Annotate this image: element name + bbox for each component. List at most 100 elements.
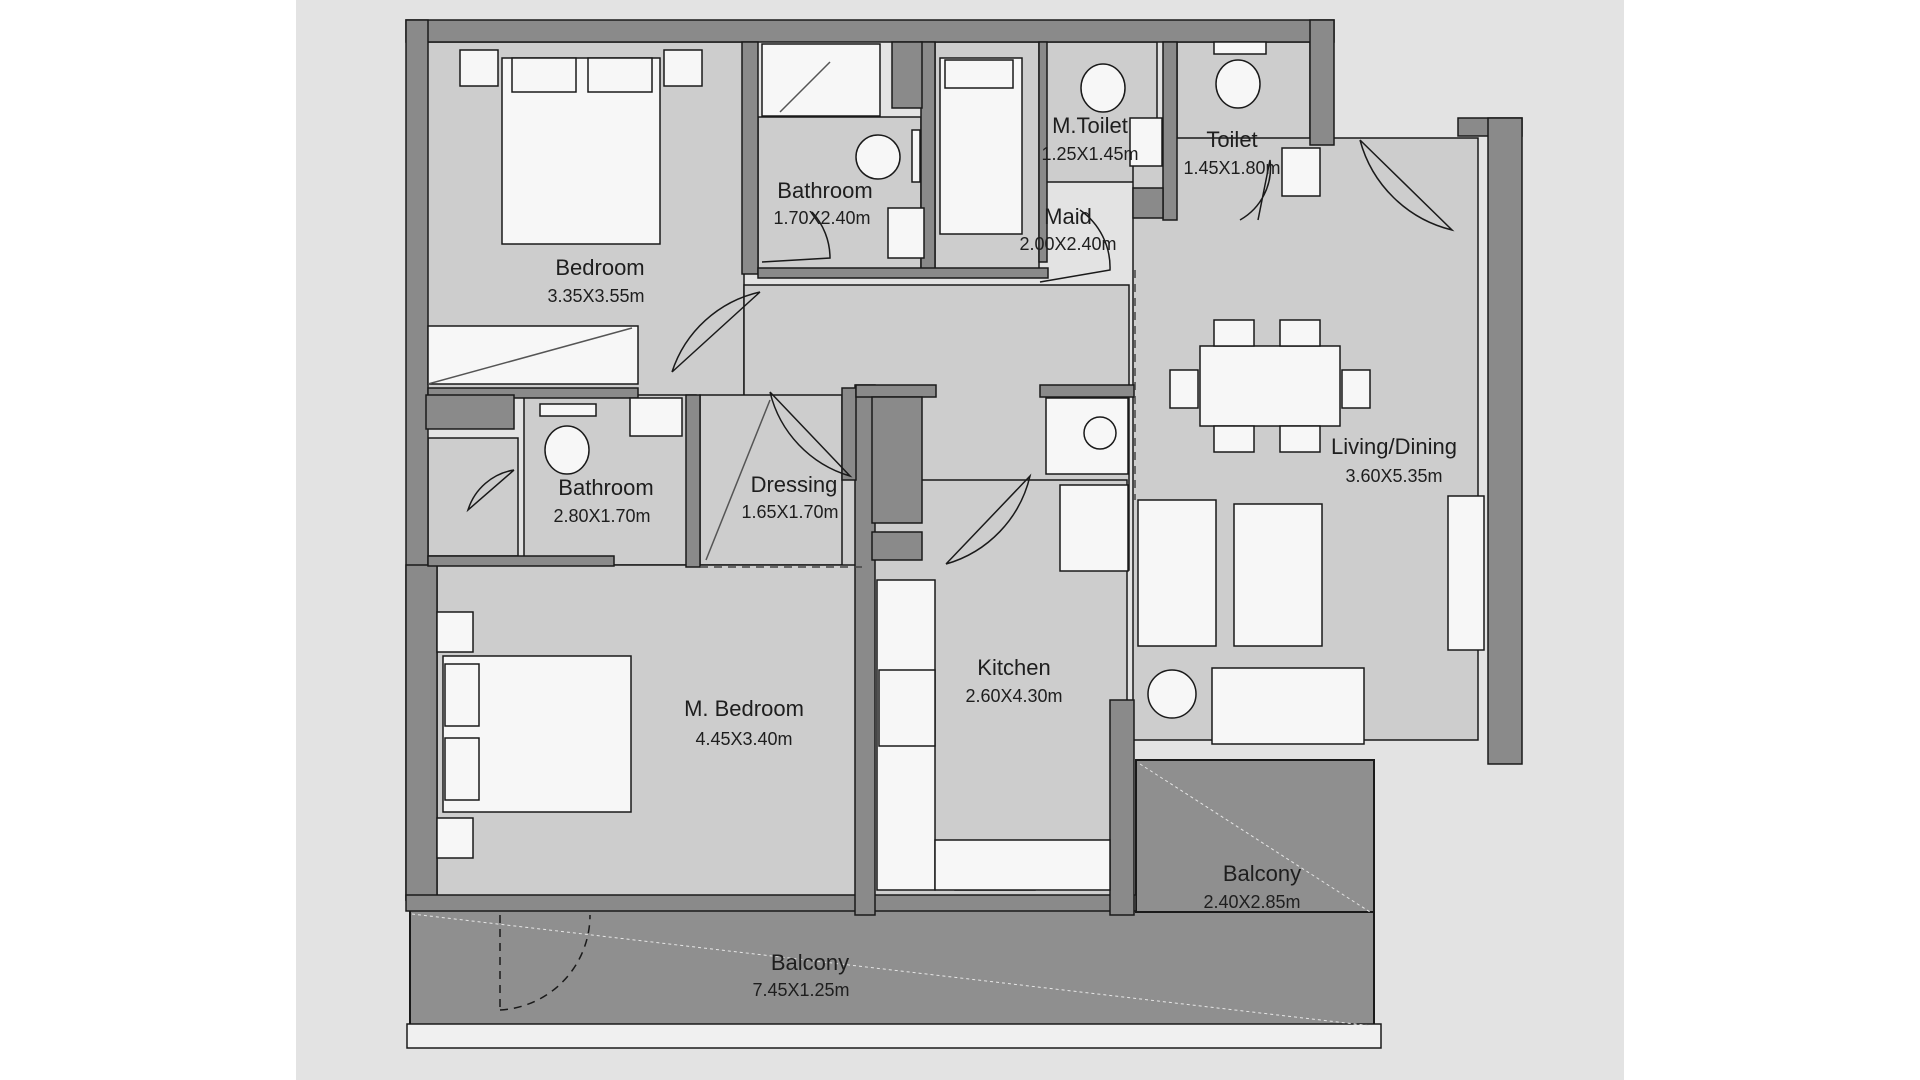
wc-m-toilet [1080, 63, 1126, 113]
balcony-bottom-area [409, 909, 1375, 1029]
sofa [1211, 667, 1365, 745]
label-m-bedroom-name: M. Bedroom [684, 696, 804, 721]
doors [466, 139, 1455, 1011]
wall-top-right-stub [1309, 19, 1335, 146]
shower-top [761, 43, 881, 117]
label-bedroom-name: Bedroom [555, 255, 644, 280]
door-bathroom-top [761, 211, 831, 263]
wall-maid-toilet [1038, 41, 1048, 263]
label-kitchen-size: 2.60X4.30m [965, 686, 1062, 706]
fixtures [427, 41, 1485, 891]
wall-shaft-c [425, 394, 515, 430]
door-entry [1359, 139, 1455, 232]
label-bedroom-size: 3.35X3.55m [547, 286, 644, 306]
wall-bath-mid-bottom [427, 555, 615, 567]
label-m-bedroom-size: 4.45X3.40m [695, 729, 792, 749]
wall-top [405, 19, 1335, 43]
label-living-dining-size: 3.60X5.35m [1345, 466, 1442, 486]
dining-table [1199, 345, 1341, 427]
label-maid-size: 2.00X2.40m [1019, 234, 1116, 254]
wall-m-bedroom-bottom [405, 894, 1137, 912]
coffee-table [1233, 503, 1323, 647]
nightstand-1 [459, 49, 499, 87]
chair-6 [1341, 369, 1371, 409]
wall-cabinet-toilet [1213, 41, 1267, 55]
label-balcony-bottom-size: 7.45X1.25m [752, 980, 849, 1000]
balcony-right-area [1135, 759, 1375, 913]
label-m-toilet-size: 1.25X1.45m [1041, 144, 1138, 164]
wall-dressing-left [685, 394, 701, 568]
wall-kitchen-top [855, 384, 937, 398]
label-toilet-name: Toilet [1206, 127, 1257, 152]
washer-icon [1083, 416, 1117, 450]
door-bedroom [671, 291, 761, 373]
chair-3 [1213, 425, 1255, 453]
shower-top-diag [779, 61, 831, 113]
cabinet-bathroom-mid [539, 403, 597, 417]
wc-toilet [1215, 59, 1261, 109]
balcony-diagonal [411, 913, 1373, 1027]
wall-shaft-d [871, 396, 923, 524]
label-maid-name: Maid [1044, 204, 1092, 229]
pillow-bed-2 [587, 57, 653, 93]
pillow-m-2 [444, 737, 480, 801]
label-m-toilet-name: M.Toilet [1052, 113, 1128, 138]
wall-shaft-e [871, 531, 923, 561]
chair-2 [1279, 319, 1321, 347]
door-maid [1039, 209, 1111, 283]
label-kitchen-name: Kitchen [977, 655, 1050, 680]
door-kitchen [945, 473, 1032, 565]
door-toilet [1239, 159, 1272, 221]
label-toilet-size: 1.45X1.80m [1183, 158, 1280, 178]
wall-shaft-a [891, 41, 923, 109]
label-dressing-size: 1.65X1.70m [741, 502, 838, 522]
armchair [1137, 499, 1217, 647]
wc-bathroom-top [855, 134, 901, 180]
dressing-diag [705, 399, 771, 561]
door-balcony [499, 914, 591, 1011]
sink-m-toilet [1129, 117, 1163, 167]
label-bathroom-top-name: Bathroom [777, 178, 872, 203]
room-labels: Bedroom 3.35X3.55m Bathroom 1.70X2.40m M… [547, 113, 1457, 1000]
wall-bath-bottom [757, 267, 1049, 279]
tv-unit [1447, 495, 1485, 651]
pillow-maid [944, 59, 1014, 89]
pillow-m-1 [444, 663, 480, 727]
label-balcony-right-size: 2.40X2.85m [1203, 892, 1300, 912]
thresholds [700, 270, 1136, 568]
pillow-bed-1 [511, 57, 577, 93]
door-dressing [769, 391, 853, 478]
label-bathroom-top-size: 1.70X2.40m [773, 208, 870, 228]
wardrobe-bedroom-diag [427, 327, 633, 385]
wall-dressing-right [841, 387, 857, 481]
chair-4 [1279, 425, 1321, 453]
wall-shaft-b [1132, 187, 1164, 219]
label-bathroom-mid-size: 2.80X1.70m [553, 506, 650, 526]
label-balcony-right-name: Balcony [1223, 861, 1301, 886]
nightstand-m-1 [436, 611, 474, 653]
walls [405, 19, 1523, 916]
chair-1 [1213, 319, 1255, 347]
wall-left-lower [405, 564, 438, 901]
label-bathroom-mid-name: Bathroom [558, 475, 653, 500]
fridge [1059, 484, 1129, 572]
balcony-rail [406, 1023, 1382, 1049]
nightstand-m-2 [436, 817, 474, 859]
towel-rail-top [911, 129, 921, 183]
chair-5 [1169, 369, 1199, 409]
sink-bathroom-top [887, 207, 925, 259]
wall-right [1487, 117, 1523, 765]
page-side-right [1624, 0, 1920, 1080]
balconies [406, 759, 1382, 1049]
door-bath-mid [466, 469, 515, 513]
wall-washer-top [1039, 384, 1135, 398]
label-dressing-name: Dressing [751, 472, 838, 497]
nightstand-2 [663, 49, 703, 87]
stove [878, 669, 936, 747]
wall-toilet-sep [1162, 41, 1178, 221]
wc-bathroom-mid [544, 425, 590, 475]
wall-kitchen-right [1109, 699, 1135, 916]
side-table [1147, 669, 1197, 719]
counter-bottom [934, 839, 1111, 891]
